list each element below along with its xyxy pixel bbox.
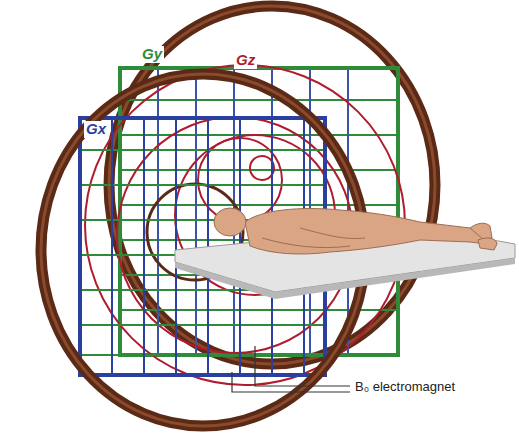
patient-figure <box>214 208 497 254</box>
part-name: B₀ electromagnet <box>353 380 457 394</box>
gradient-label: Gx <box>84 121 108 138</box>
leader-line <box>232 346 350 392</box>
gradient-label: Gz <box>234 52 257 69</box>
gradient-label: Gy <box>140 46 164 63</box>
patient-table-edge <box>175 258 515 299</box>
